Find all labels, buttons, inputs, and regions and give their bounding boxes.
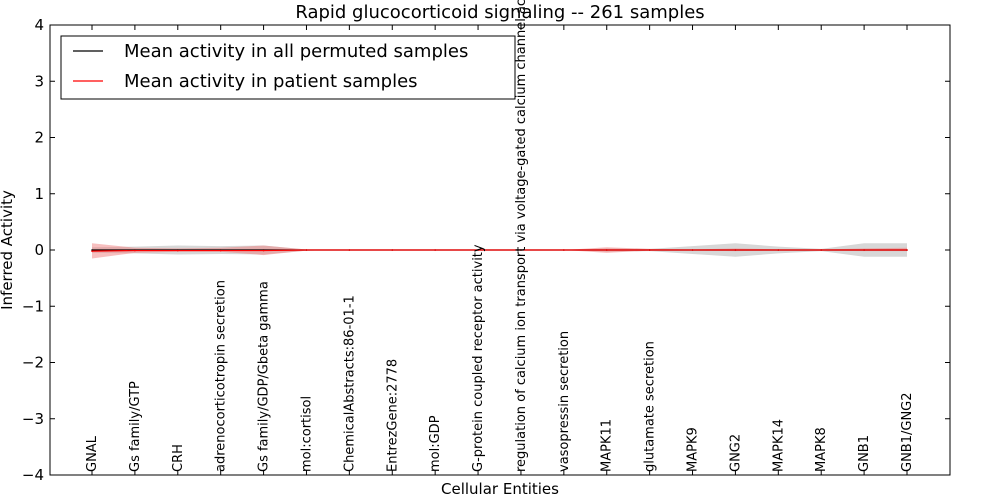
series-1-point: [820, 249, 823, 251]
chart-title: Rapid glucocorticoid signaling -- 261 sa…: [295, 2, 704, 23]
series-1-point: [391, 249, 394, 251]
category-label: G-protein coupled receptor activity: [471, 244, 486, 472]
series-1-point: [91, 250, 93, 252]
category-label: MAPK9: [686, 427, 701, 472]
series-0-band: [92, 243, 907, 257]
category-label: Gs family/GDP/Gbeta gamma: [257, 281, 272, 472]
category-label: mol:GDP: [428, 415, 443, 472]
category-label: MAPK8: [814, 427, 829, 472]
series-1-point: [906, 249, 908, 251]
series-1-point: [691, 249, 694, 251]
category-label: GNB1: [857, 435, 872, 472]
y-tick-label: 4: [34, 16, 44, 34]
y-tick-label: 1: [34, 185, 44, 203]
series-0-point: [91, 249, 93, 251]
y-axis-label: Inferred Activity: [0, 190, 16, 310]
y-tick-label: −1: [22, 297, 44, 315]
category-labels: GNAL Gs family/GTP CRH adrenocorticotropin …: [85, 0, 915, 475]
category-label: glutamate secretion: [643, 341, 658, 472]
series-1-point: [477, 249, 479, 251]
series-1-point: [176, 249, 179, 252]
y-tick-label: −4: [22, 466, 44, 484]
category-label: adrenocorticotropin secretion: [214, 280, 229, 472]
legend-box: [60, 35, 516, 100]
legend: Mean activity in all permuted samplesMea…: [60, 35, 516, 100]
series-1-point: [777, 249, 780, 251]
series-1-point: [262, 249, 265, 252]
category-label: EntrezGene:2778: [385, 359, 400, 472]
series-1-point: [305, 249, 308, 251]
y-tick-label: 3: [34, 72, 44, 90]
category-label: GNG2: [728, 434, 743, 472]
category-label: regulation of calcium ion transport via …: [514, 0, 529, 472]
series-1-point: [520, 249, 522, 251]
category-label: vasopressin secretion: [557, 331, 572, 472]
x-axis-label: Cellular Entities: [441, 480, 559, 498]
y-axis: −4 −3 −2 −1 0 1 2 3 4: [22, 16, 950, 484]
series-1-line: [91, 249, 907, 252]
series-1-point: [648, 249, 651, 251]
y-tick-label: −2: [22, 354, 44, 372]
series-1-point: [563, 249, 565, 251]
legend-label-1: Mean activity in patient samples: [124, 71, 418, 92]
category-label: MAPK14: [771, 419, 786, 472]
y-tick-label: 0: [34, 241, 44, 259]
series-1-point: [863, 249, 865, 251]
category-label: GNB1/GNG2: [900, 392, 915, 472]
plot-area: [91, 243, 908, 259]
category-label: ChemicalAbstracts:86-01-1: [342, 295, 357, 472]
series-1-point: [219, 249, 222, 252]
legend-label-0: Mean activity in all permuted samples: [124, 41, 468, 62]
series-1-point: [734, 249, 737, 251]
category-label: MAPK11: [600, 419, 615, 472]
category-label: Gs family/GTP: [128, 381, 143, 472]
category-label: mol:cortisol: [299, 396, 314, 472]
y-tick-label: 2: [34, 129, 44, 147]
category-label: GNAL: [85, 435, 100, 472]
y-tick-label: −3: [22, 410, 44, 428]
series-1-point: [434, 249, 436, 251]
series-1-point: [605, 249, 608, 251]
series-1-point: [134, 249, 136, 252]
series-1-point: [348, 249, 351, 251]
category-label: CRH: [171, 444, 186, 472]
